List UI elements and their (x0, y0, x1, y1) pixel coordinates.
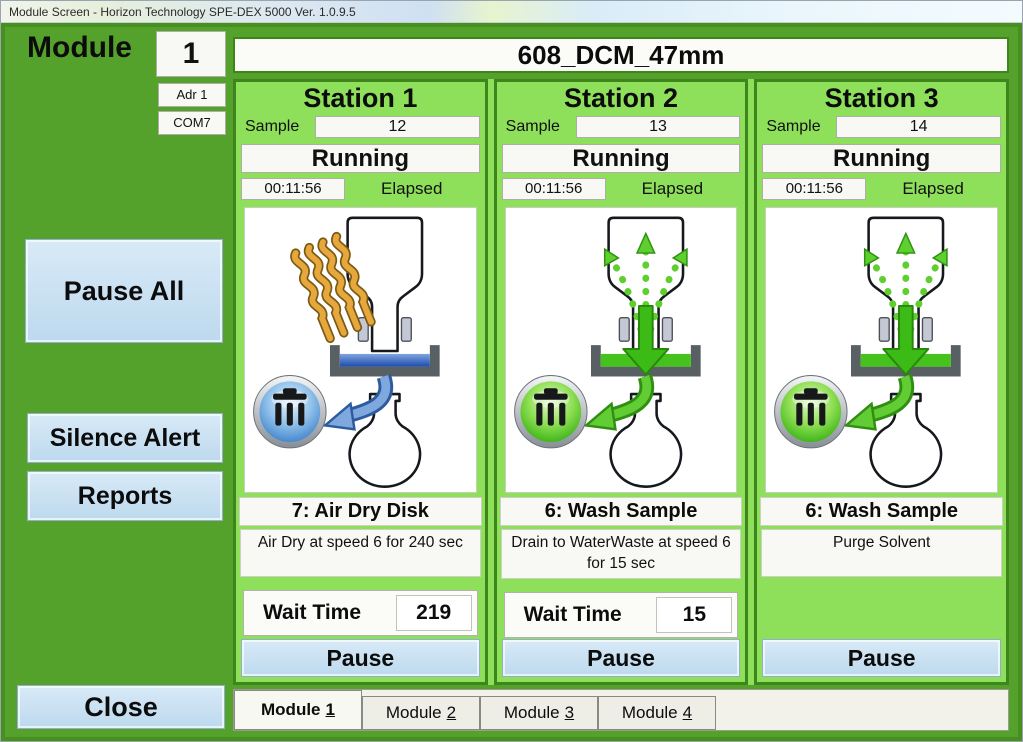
stations-row: Station 1 Sample 12 Running 00:11:56 Ela… (233, 79, 1010, 685)
process-diagram-wash (504, 207, 738, 493)
wait-time-label: Wait Time (263, 601, 362, 624)
drain-arrow-icon (882, 304, 930, 376)
wait-time-box: Wait Time 219 (243, 590, 478, 636)
station-1-panel: Station 1 Sample 12 Running 00:11:56 Ela… (233, 79, 488, 685)
current-step-description: Air Dry at speed 6 for 240 sec (240, 529, 481, 577)
wait-time-label: Wait Time (523, 602, 622, 626)
tab-digit: 3 (564, 703, 575, 722)
status-display: Running (762, 144, 1002, 173)
tab-label: Module (503, 703, 560, 722)
module-number-display: 1 (156, 31, 226, 77)
station-title: Station 2 (564, 83, 679, 113)
module-label: Module (27, 31, 132, 64)
collection-flask-icon (609, 392, 682, 488)
station-pause-button[interactable]: Pause (501, 639, 741, 677)
sample-row: Sample 13 (502, 116, 741, 138)
tab-digit: 1 (325, 700, 335, 719)
collection-flask-icon (348, 392, 422, 488)
com-port-display: COM7 (158, 111, 226, 135)
elapsed-time-display: 00:11:56 (762, 178, 867, 200)
drain-tray (851, 345, 962, 377)
trash-icon (273, 388, 307, 426)
station-pause-button[interactable]: Pause (762, 639, 1002, 677)
pause-all-button[interactable]: Pause All (25, 239, 223, 343)
process-diagram-air-dry (244, 207, 477, 493)
current-step-title: 6: Wash Sample (499, 497, 743, 526)
drain-arrow-icon (621, 304, 669, 376)
elapsed-label: Elapsed (381, 179, 443, 198)
sample-number-display: 13 (575, 116, 741, 138)
sample-row: Sample 14 (762, 116, 1002, 138)
status-display: Running (241, 144, 480, 173)
sample-label: Sample (766, 118, 821, 135)
collection-flask-icon (869, 392, 943, 488)
elapsed-row: 00:11:56 Elapsed (762, 178, 1001, 200)
trash-icon (794, 388, 828, 426)
tab-label: Module (621, 703, 678, 722)
spray-arrowheads (603, 231, 688, 268)
tab-digit: 4 (682, 703, 693, 722)
elapsed-label: Elapsed (641, 179, 704, 198)
stations-area: 608_DCM_47mm Station 1 Sample 12 Running… (233, 37, 1010, 735)
trash-icon (533, 388, 568, 426)
close-button[interactable]: Close (17, 685, 225, 729)
window-titlebar: Module Screen - Horizon Technology SPE-D… (1, 1, 1022, 23)
sample-label: Sample (245, 118, 300, 135)
elapsed-time-display: 00:11:56 (501, 178, 606, 200)
waste-trash-button[interactable] (253, 374, 327, 449)
current-step-title: 6: Wash Sample (760, 497, 1004, 526)
spray-arrowheads (864, 231, 949, 268)
waste-trash-button[interactable] (774, 374, 848, 449)
station-2-panel: Station 2 Sample 13 Running 00:11:56 Ela… (493, 79, 749, 685)
main-area: Module 1 Adr 1 COM7 Pause All Silence Al… (1, 23, 1022, 741)
waste-arrow-icon (582, 374, 654, 431)
window-title: Module Screen - Horizon Technology SPE-D… (9, 4, 356, 19)
sample-label: Sample (505, 118, 560, 135)
station-3-panel: Station 3 Sample 14 Running 00:11:56 Ela… (754, 79, 1010, 685)
tab-label: Module (385, 703, 442, 722)
wait-time-value: 15 (656, 596, 733, 633)
tab-digit: 2 (446, 703, 457, 722)
silence-alert-button[interactable]: Silence Alert (27, 413, 223, 463)
status-display: Running (501, 144, 741, 173)
current-step-description: Purge Solvent (761, 529, 1003, 577)
waste-arrow-icon (843, 374, 915, 431)
elapsed-row: 00:11:56 Elapsed (241, 178, 480, 200)
station-title: Station 1 (303, 83, 418, 113)
wait-time-box: Wait Time 15 (503, 591, 739, 638)
station-pause-button[interactable]: Pause (241, 639, 480, 677)
waste-trash-button[interactable] (513, 374, 588, 449)
waste-arrow-icon (322, 374, 394, 431)
tab-label: Module (261, 700, 321, 719)
heat-waves-icon (290, 231, 376, 344)
drain-tray (329, 345, 440, 377)
drain-tray (590, 345, 701, 377)
method-name-header: 608_DCM_47mm (233, 37, 1009, 73)
current-step-description: Drain to WaterWaste at speed 6 for 15 se… (500, 529, 742, 579)
elapsed-label: Elapsed (902, 179, 964, 198)
extraction-bottle-icon (346, 216, 424, 353)
sample-number-display: 14 (836, 116, 1002, 138)
current-step-title: 7: Air Dry Disk (239, 497, 482, 526)
reports-button[interactable]: Reports (27, 471, 223, 521)
sample-row: Sample 12 (241, 116, 480, 138)
elapsed-time-display: 00:11:56 (241, 178, 345, 200)
elapsed-row: 00:11:56 Elapsed (501, 178, 741, 200)
liquid-level (339, 353, 430, 367)
process-diagram-wash (765, 207, 999, 493)
sample-number-display: 12 (315, 116, 480, 138)
wait-time-value: 219 (395, 595, 472, 631)
address-display: Adr 1 (158, 83, 226, 107)
station-title: Station 3 (824, 83, 939, 113)
